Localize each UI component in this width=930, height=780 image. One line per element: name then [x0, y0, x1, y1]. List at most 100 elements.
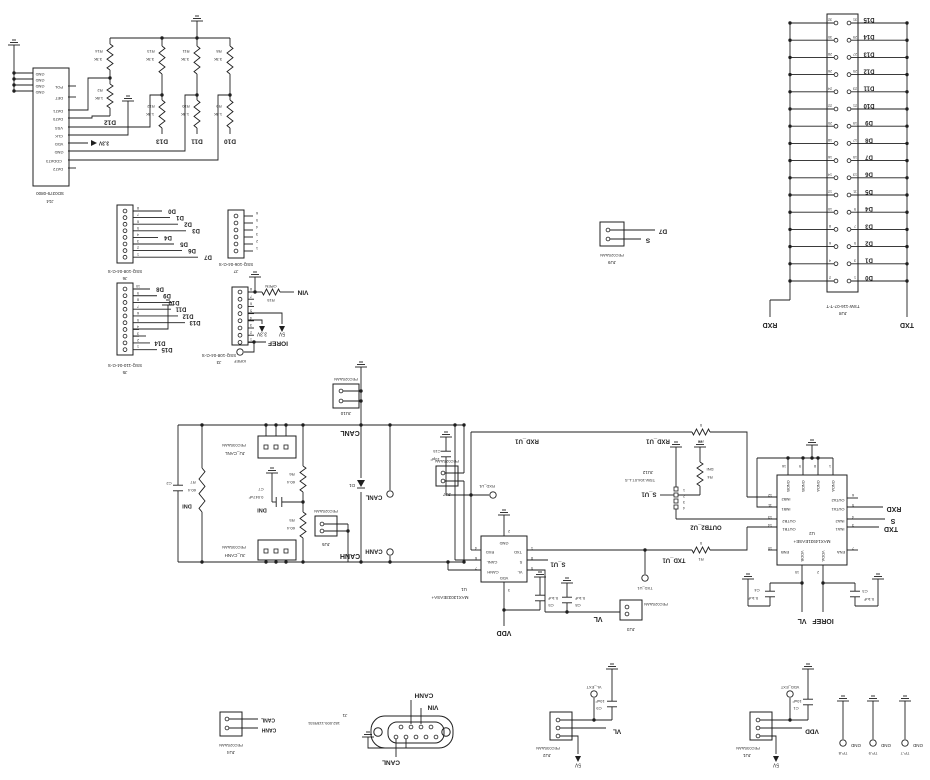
value: 1.8K — [181, 112, 190, 117]
pin-name: VDD — [500, 576, 509, 581]
junction-dot — [905, 193, 909, 197]
net-label: S — [645, 236, 650, 243]
pin — [263, 548, 269, 554]
pin — [237, 289, 243, 295]
junction-dot — [274, 560, 278, 564]
net-label: D4 — [164, 234, 172, 240]
refdes: JU2 — [543, 753, 551, 758]
part-number: PEC03SAAN — [222, 545, 246, 550]
pin — [833, 278, 839, 284]
net-label: S_U1 — [550, 560, 566, 566]
net-label: D7 — [204, 254, 212, 260]
pin-number: 4 — [829, 258, 831, 262]
testpoint-circle — [236, 348, 244, 356]
pin-number: 11 — [853, 190, 857, 194]
testpoint-label: GND — [880, 743, 891, 748]
junction-dot — [788, 72, 792, 77]
wire — [68, 115, 110, 119]
net-label: IOREF — [812, 617, 834, 624]
pin-number: 6 — [475, 556, 477, 560]
pin-number: 5 — [137, 226, 139, 230]
junction-dot — [788, 262, 792, 266]
value: 3.3K — [214, 57, 223, 62]
pin — [833, 72, 839, 77]
pin — [673, 486, 679, 492]
refdes: JU_CANL — [225, 451, 246, 456]
net-label: D13 — [863, 50, 875, 56]
pin-number: 3 — [852, 523, 854, 527]
pin — [673, 498, 679, 504]
part-number: SSQ-106-04-G-S — [219, 262, 254, 267]
net-label: CANL — [365, 493, 382, 499]
resistor-symbol — [193, 45, 201, 75]
value: 0.047uF — [248, 495, 263, 500]
junction-dot — [788, 124, 792, 128]
wire — [248, 312, 283, 324]
refdes: J7 — [233, 269, 238, 274]
net-label: CANH — [365, 547, 382, 553]
junction-dot — [810, 456, 814, 460]
component-body — [480, 535, 528, 583]
part-number: PEC03SAAN — [536, 746, 560, 751]
junction-dot — [788, 210, 792, 214]
pin — [833, 227, 839, 232]
pin-number: 4 — [852, 515, 854, 519]
component-body — [227, 209, 245, 259]
pin — [833, 55, 839, 60]
net-label: VDD — [497, 629, 512, 636]
pin-number: 23 — [853, 86, 857, 90]
pin-number: 3 — [508, 588, 510, 592]
resistor-symbol — [691, 545, 711, 555]
pin-number: 1 — [683, 488, 685, 492]
net-label: CANL — [382, 758, 400, 765]
testpoint-label: RXD_U1 — [478, 484, 495, 489]
net-label: D7 — [865, 154, 873, 160]
junction-dot — [788, 38, 792, 42]
pin — [440, 470, 446, 476]
refdes: C7 — [258, 487, 264, 492]
pin-number: 6 — [137, 219, 139, 223]
net-label: D9 — [163, 292, 171, 298]
net-label: TXD — [900, 321, 914, 328]
net-label: D5 — [865, 188, 873, 194]
junction-dot — [786, 456, 790, 460]
pin-number: 1 — [829, 464, 831, 468]
value: 10uF — [792, 699, 802, 704]
pin — [833, 123, 839, 129]
pin — [122, 320, 128, 326]
junction-dot — [388, 560, 392, 564]
value: 1.8K — [146, 112, 155, 117]
refdes: J3 — [216, 360, 221, 365]
pin-name: CLK — [55, 134, 63, 139]
junction-dot — [592, 718, 596, 722]
value: 60.4 — [286, 480, 295, 485]
junction-dot — [905, 38, 909, 42]
net-label: RXD_U1 — [646, 437, 670, 443]
net-label: VDD — [805, 727, 819, 734]
component-body — [599, 221, 625, 247]
pin — [846, 106, 852, 112]
pin-number: 7 — [475, 566, 477, 570]
refdes: JU3 — [627, 627, 635, 632]
component-body — [257, 435, 297, 459]
refdes: R2 — [97, 88, 103, 93]
pin — [833, 37, 839, 43]
pin-number: 12 — [828, 190, 832, 194]
junction-dot — [788, 21, 792, 25]
part-number: PEC03SAAN — [736, 746, 760, 751]
junction-dot — [905, 262, 909, 266]
pin-number: 4 — [475, 546, 477, 550]
net-label: CANL — [340, 429, 360, 436]
wire — [68, 94, 162, 128]
value: 3.3K — [181, 57, 190, 62]
net-label: D12 — [104, 118, 116, 125]
net-label: RXD — [887, 505, 902, 512]
pin-number: 7 — [854, 224, 856, 228]
pin-number: 18 — [828, 138, 832, 142]
net-label: 5V — [772, 762, 779, 768]
resistor-symbol — [193, 99, 201, 129]
resistor-symbol — [158, 45, 166, 75]
power-arrow — [279, 326, 285, 332]
pin — [283, 444, 289, 450]
